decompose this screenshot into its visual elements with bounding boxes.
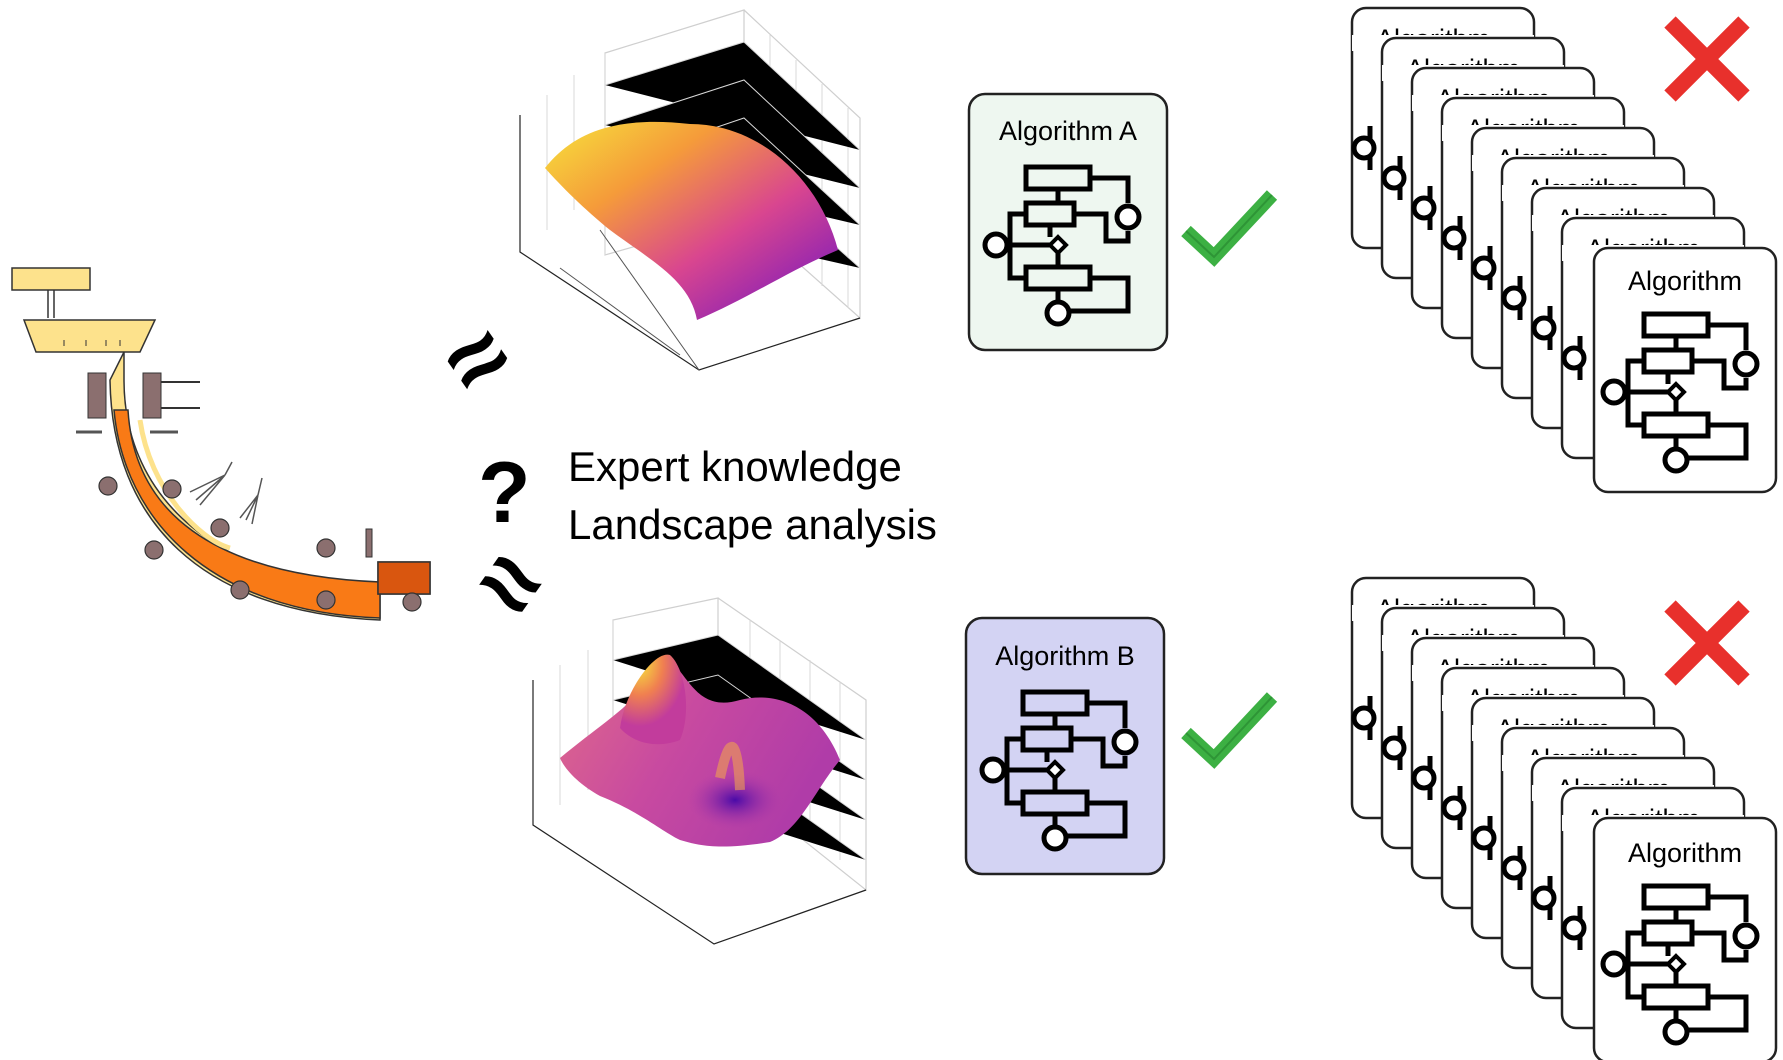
cross-icon-bottom [1670, 606, 1744, 680]
steel-strand [113, 409, 381, 619]
algorithm-b-label: Algorithm B [995, 641, 1135, 671]
algorithm-stack-bottom: Algorithm [1352, 578, 1778, 1060]
algorithm-a-card: Algorithm A [967, 92, 1169, 352]
tundish [22, 319, 157, 353]
check-icon-top [1186, 195, 1272, 257]
algorithm-stack-top: Algorithm [1352, 8, 1778, 494]
algorithm-a-label: Algorithm A [999, 116, 1137, 146]
approx-symbol-top: ≈ [422, 297, 531, 420]
method-landscape-analysis: Landscape analysis [568, 501, 937, 548]
check-icon-bottom [1186, 697, 1272, 759]
spray-nozzles [189, 461, 263, 525]
stack-card-label: Algorithm [1628, 266, 1742, 296]
method-expert-knowledge: Expert knowledge [568, 443, 902, 490]
algorithm-b-card: Algorithm B [964, 616, 1166, 876]
casting-machine-icon [11, 267, 431, 621]
rollers [98, 476, 422, 612]
surface-plot-multimodal [532, 597, 867, 945]
question-mark: ? [478, 445, 531, 541]
cut-slab [377, 561, 431, 595]
stack-card-label: Algorithm [1628, 838, 1742, 868]
ladle [11, 267, 91, 291]
surface-plot-smooth [519, 9, 861, 371]
cross-icon-top [1670, 22, 1744, 96]
